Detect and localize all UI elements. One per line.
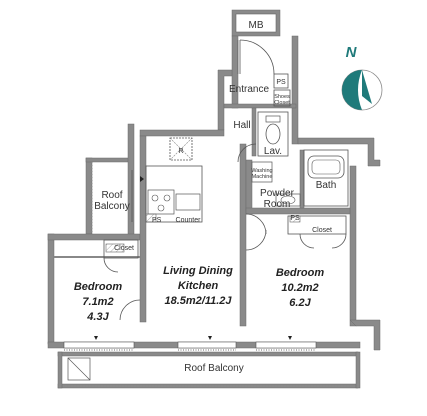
bathtub	[303, 149, 349, 207]
roof-balcony-bottom-label: Roof Balcony	[184, 363, 243, 374]
side-balcony-label-2: Balcony	[94, 201, 130, 212]
north-compass	[341, 69, 383, 111]
bedroom-right-name: Bedroom	[276, 267, 325, 279]
lavatory	[237, 111, 289, 163]
counter-label: Counter	[176, 217, 202, 224]
shoes-closet-label-1: Shoes	[274, 94, 290, 100]
refrigerator	[169, 137, 193, 161]
washing-machine-label-2: Machine	[252, 174, 273, 180]
washing-machine	[251, 161, 273, 183]
lav-label: Lav.	[264, 146, 282, 157]
north-label: N	[346, 44, 358, 61]
bedroom-right-area: 10.2m2	[281, 282, 318, 294]
side-balcony-label-1: Roof	[101, 190, 122, 201]
shoes-closet-label-2: Closet	[274, 100, 290, 106]
bedroom-right-j: 6.2J	[289, 297, 311, 309]
bedroom-left-name: Bedroom	[74, 281, 123, 293]
mb-label: MB	[249, 20, 264, 31]
kitchen-counter	[131, 165, 203, 223]
bath-label: Bath	[316, 180, 337, 191]
ps-label-2: PS	[152, 217, 162, 224]
ldk-line2: Kitchen	[178, 280, 219, 292]
hall-label: Hall	[233, 120, 250, 131]
powder-room-label-2: Room	[264, 199, 291, 210]
ps-label-1: PS	[276, 79, 286, 86]
bedroom-left-j: 4.3J	[86, 311, 109, 323]
powder-room-label-1: Powder	[260, 188, 295, 199]
interior-walls	[54, 103, 351, 327]
entrance-door	[237, 39, 275, 75]
closet-right-label: Closet	[312, 227, 332, 234]
bedroom-doors	[119, 213, 267, 321]
balcony-hatch-box	[67, 357, 91, 381]
bedroom-left-area: 7.1m2	[82, 296, 113, 308]
ldk-area: 18.5m2/11.2J	[164, 295, 232, 307]
arrow-icon	[140, 176, 144, 182]
powder-room-sink	[275, 193, 301, 207]
closet-left-shape	[103, 239, 139, 273]
refrigerator-label: R	[178, 148, 183, 155]
washing-machine-label-1: Washing	[251, 168, 272, 174]
ps-label-3: PS	[290, 215, 300, 222]
closet-left-label: Closet	[114, 245, 134, 252]
room-labels: MB Entrance PS Shoes Closet Hall Lav. R …	[74, 20, 358, 374]
windows	[63, 336, 317, 349]
ldk-line1: Living Dining	[163, 265, 233, 277]
ps-shoes-closet	[273, 73, 291, 107]
closet-right-shape	[287, 215, 347, 249]
vent-grilles	[64, 162, 352, 387]
entrance-label: Entrance	[229, 84, 269, 95]
mb-box	[231, 9, 281, 37]
